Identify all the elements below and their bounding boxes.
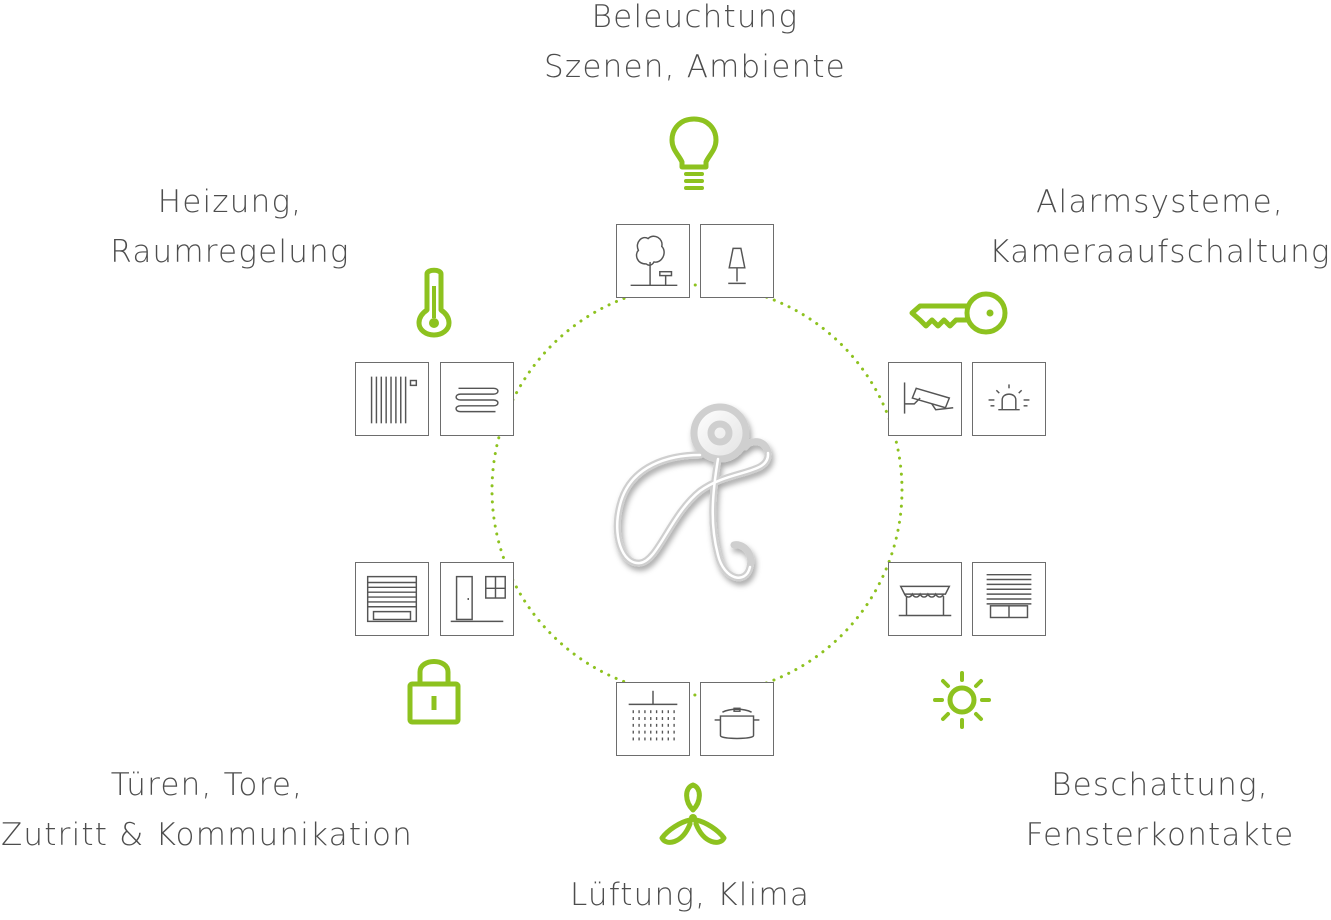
center-logo <box>600 395 790 605</box>
shading-label-line-1: Beschattung, <box>1051 767 1269 803</box>
light-bulb-icon <box>668 115 720 193</box>
blind-icon <box>972 562 1046 636</box>
roller-shutter-icon <box>355 562 429 636</box>
key-icon <box>908 288 1012 338</box>
table-lamp-icon <box>700 224 774 298</box>
shading-label: Beschattung, Fensterkontakte <box>985 760 1331 860</box>
cooking-pot-icon <box>700 682 774 756</box>
ventilation-label-line-1: Lüftung, Klima <box>569 877 811 913</box>
fan-icon <box>654 780 732 850</box>
alarm-label: Alarmsysteme, Kameraaufschaltung <box>960 177 1331 277</box>
doors-label-line-1: Türen, Tore, <box>110 767 304 803</box>
alarm-label-line-1: Alarmsysteme, <box>1036 184 1284 220</box>
heating-label-line-2: Raumregelung <box>110 234 350 270</box>
shading-label-line-2: Fensterkontakte <box>1025 817 1295 853</box>
sun-icon <box>932 670 992 730</box>
security-camera-icon <box>888 362 962 436</box>
heating-label-line-1: Heizung, <box>157 184 303 220</box>
radiator-icon <box>355 362 429 436</box>
siren-icon <box>972 362 1046 436</box>
lighting-label: Beleuchtung Szenen, Ambiente <box>480 0 910 92</box>
doors-label: Türen, Tore, Zutritt & Kommunikation <box>0 760 414 860</box>
thermometer-icon <box>416 266 452 338</box>
padlock-icon <box>406 654 462 726</box>
floor-heating-icon <box>440 362 514 436</box>
door-window-icon <box>440 562 514 636</box>
garden-lamp-icon <box>616 224 690 298</box>
shower-icon <box>616 682 690 756</box>
doors-label-line-2: Zutritt & Kommunikation <box>0 817 414 853</box>
ventilation-label: Lüftung, Klima <box>520 870 860 920</box>
lighting-label-line-1: Beleuchtung <box>591 0 799 35</box>
alarm-label-line-2: Kameraaufschaltung <box>989 234 1331 270</box>
lighting-label-line-2: Szenen, Ambiente <box>544 49 846 85</box>
awning-icon <box>888 562 962 636</box>
heating-label: Heizung, Raumregelung <box>40 177 420 277</box>
